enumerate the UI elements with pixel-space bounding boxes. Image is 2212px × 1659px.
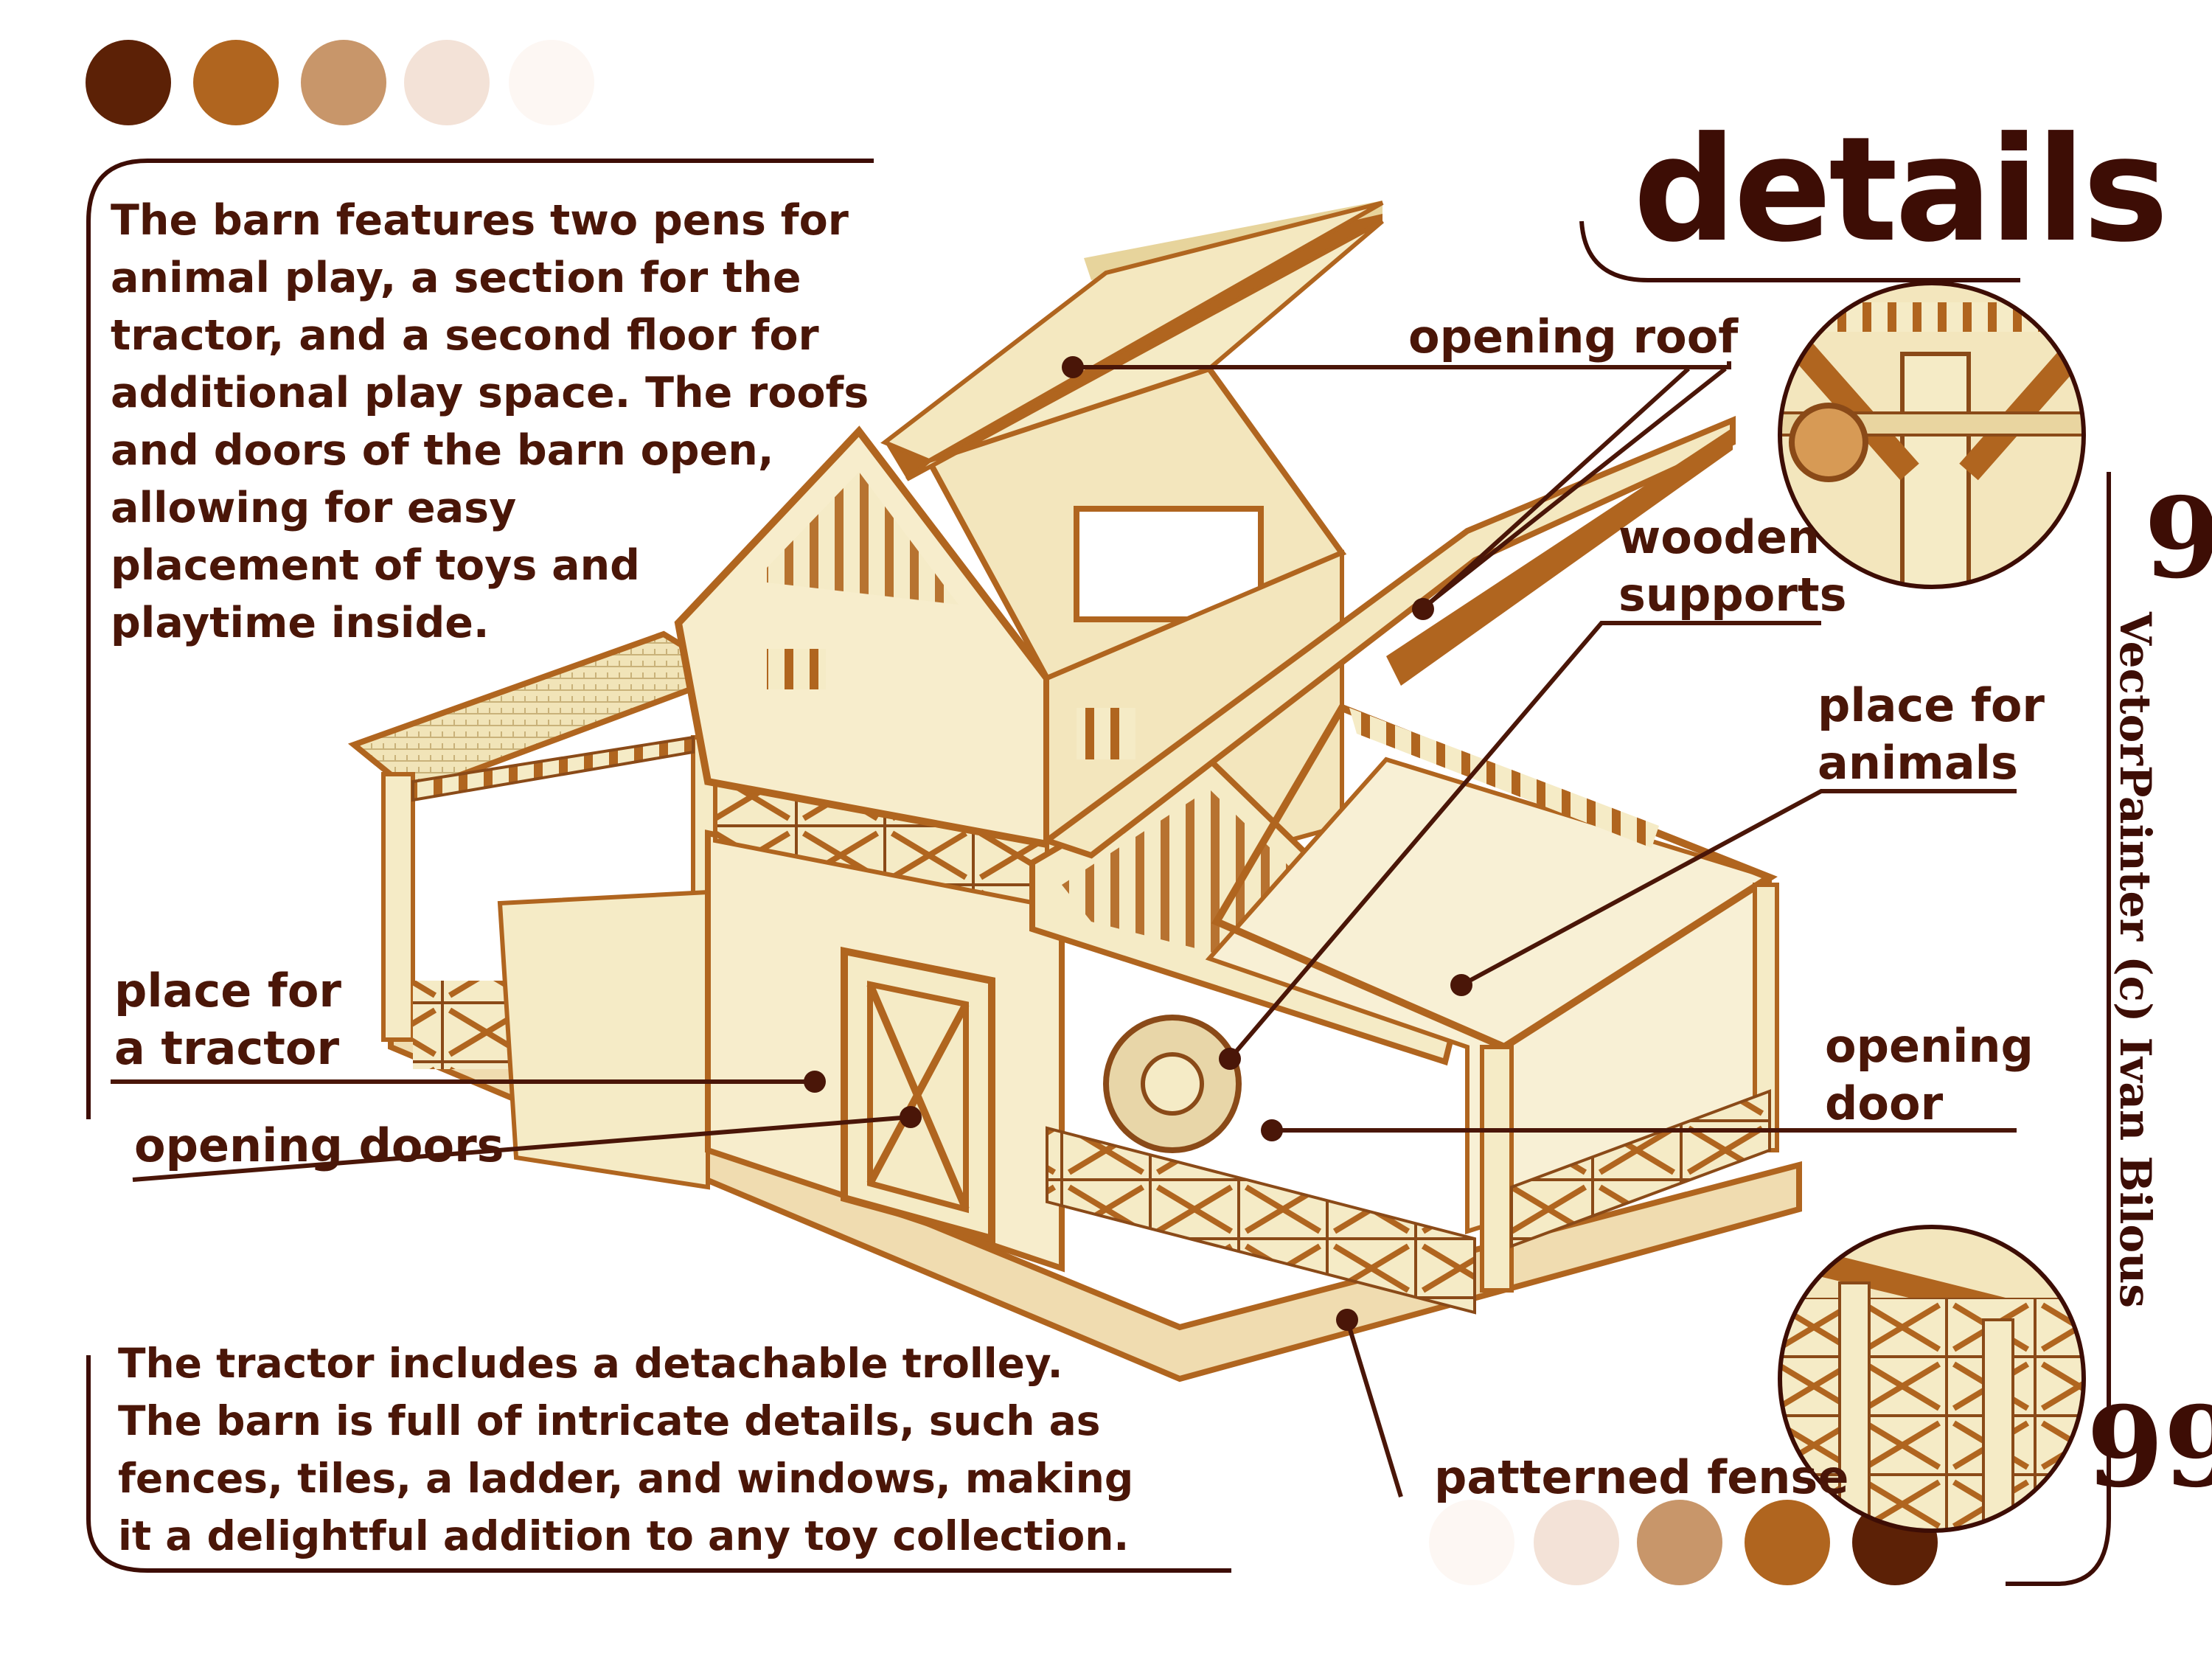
palette-dot-9 (1745, 1500, 1830, 1585)
credit-text: VectorPainter (c) Ivan Bilous (2110, 612, 2160, 1308)
palette-dot-5 (509, 40, 594, 125)
label-line: animals (1818, 736, 2018, 790)
label-opening-door: opening door (1825, 1018, 2034, 1133)
label-wooden-supports: wooden supports (1618, 509, 1847, 624)
intro-line: tractor, and a second floor for (111, 311, 819, 360)
intro-line: animal play, a section for the (111, 254, 801, 302)
palette-dot-1 (86, 40, 171, 125)
label-line: supports (1618, 568, 1847, 622)
label-line: place for (1818, 678, 2045, 732)
palette-dot-7 (1534, 1500, 1619, 1585)
label-line: a tractor (114, 1021, 340, 1075)
outro-line: it a delightful addition to any toy coll… (118, 1512, 1130, 1559)
quote-open-mark: 66 (2144, 470, 2212, 599)
quote-close-mark: 99 (2087, 1382, 2212, 1512)
intro-line: placement of toys and (111, 541, 640, 590)
label-line: place for (114, 964, 342, 1018)
label-opening-doors: opening doors (134, 1119, 504, 1172)
palette-dot-2 (193, 40, 279, 125)
outro-line: fences, tiles, a ladder, and windows, ma… (118, 1455, 1134, 1502)
palette-dot-3 (301, 40, 386, 125)
outro-line: The barn is full of intricate details, s… (118, 1397, 1101, 1444)
label-line: wooden (1618, 510, 1820, 564)
label-place-for-tractor: place for a tractor (114, 962, 341, 1077)
label-line: opening (1825, 1019, 2034, 1073)
intro-line: and doors of the barn open, (111, 426, 774, 475)
label-line: door (1825, 1077, 1944, 1130)
outro-paragraph: The tractor includes a detachable trolle… (118, 1335, 1133, 1565)
intro-line: playtime inside. (111, 599, 490, 647)
label-opening-roof: opening roof (1408, 310, 1739, 364)
page-title: details (1633, 106, 2168, 274)
palette-dot-4 (404, 40, 490, 125)
label-place-for-animals: place for animals (1818, 677, 2045, 792)
intro-paragraph: The barn features two pens for animal pl… (111, 192, 869, 652)
label-patterned-fense: patterned fense (1434, 1450, 1849, 1504)
intro-line: The barn features two pens for (111, 196, 849, 245)
palette-dot-6 (1429, 1500, 1514, 1585)
intro-line: additional play space. The roofs (111, 369, 869, 417)
intro-line: allowing for easy (111, 484, 517, 532)
palette-dot-8 (1637, 1500, 1722, 1585)
outro-line: The tractor includes a detachable trolle… (118, 1340, 1063, 1387)
